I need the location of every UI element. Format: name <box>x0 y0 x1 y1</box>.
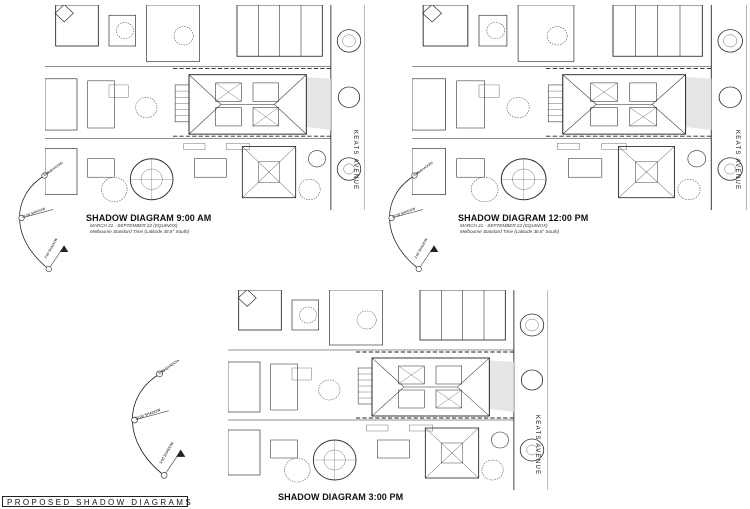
diagram-title-9am: SHADOW DIAGRAM 9:00 AM <box>86 213 212 223</box>
sun-path-12pm: 9:00 SHADOW 12:00 SHADOW 3:00 SHADOW <box>388 160 439 273</box>
site-plan-12pm <box>412 5 747 210</box>
sun-path-label: 12:00 SHADOW <box>134 408 161 421</box>
sun-path-label: 9:00 SHADOW <box>43 160 65 177</box>
sun-path-label: 12:00 SHADOW <box>21 206 46 218</box>
street-label-3pm: KEATS AVENUE <box>534 415 540 476</box>
sun-path-label: 3:00 SHADOW <box>44 237 59 259</box>
street-label-9am: KEATS AVENUE <box>352 130 358 191</box>
diagram-time-9am: Melbourne Standard Time (Latitude 38.8° … <box>90 229 190 234</box>
sun-path-label: 12:00 SHADOW <box>391 206 416 218</box>
sun-path-3pm: 9:00 SHADOW 12:00 SHADOW 3:00 SHADOW <box>131 360 186 479</box>
sun-path-label: 9:00 SHADOW <box>158 360 181 376</box>
site-plan-3pm <box>228 290 548 490</box>
sun-path-label: 3:00 SHADOW <box>414 237 429 259</box>
sheet-title: PROPOSED SHADOW DIAGRAMS <box>2 496 191 507</box>
diagram-time-12pm: Melbourne Standard Time (Latitude 38.8° … <box>460 229 560 234</box>
street-label-12pm: KEATS AVENUE <box>734 130 740 191</box>
diagram-date-12pm: MARCH 21 - SEPTEMBER 22 (EQUINOX) <box>460 223 548 228</box>
diagram-title-3pm: SHADOW DIAGRAM 3:00 PM <box>278 492 404 502</box>
sun-path-label: 3:00 SHADOW <box>159 441 175 465</box>
diagram-title-12pm: SHADOW DIAGRAM 12:00 PM <box>458 213 589 223</box>
diagram-date-9am: MARCH 21 - SEPTEMBER 22 (EQUINOX) <box>90 223 178 228</box>
site-plan-9am <box>45 5 365 210</box>
sun-path-9am: 9:00 SHADOW 12:00 SHADOW 3:00 SHADOW <box>18 160 69 273</box>
sun-path-label: 9:00 SHADOW <box>413 160 435 177</box>
